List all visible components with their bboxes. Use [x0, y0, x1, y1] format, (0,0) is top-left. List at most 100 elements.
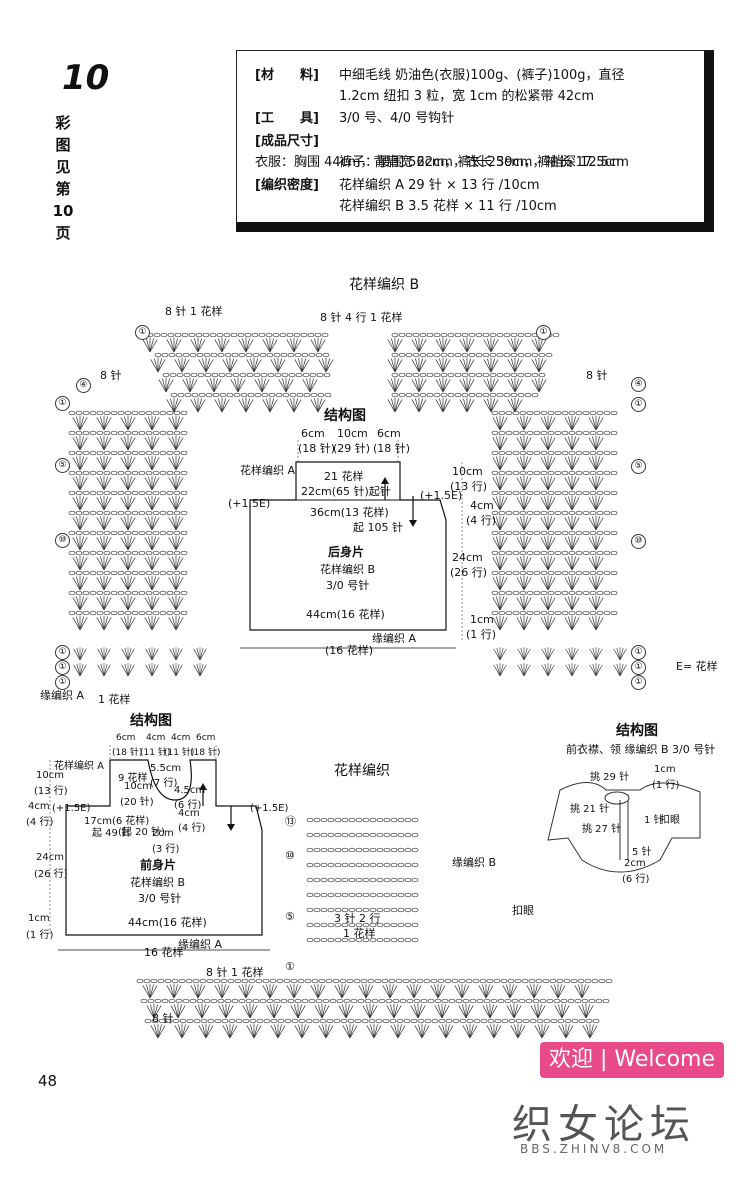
chain-stitch — [333, 1018, 341, 1024]
stitch-fan — [254, 377, 270, 393]
chain-stitch — [596, 450, 604, 456]
chain-stitch — [110, 570, 118, 576]
chain-stitch — [376, 832, 384, 838]
chain-stitch — [475, 332, 483, 338]
welcome-banner[interactable]: 欢迎 | Welcome — [540, 1042, 724, 1078]
chain-stitch — [547, 510, 555, 516]
chain-stitch — [568, 550, 576, 556]
chain-stitch — [68, 410, 76, 416]
chain-stitch — [269, 978, 277, 984]
chain-stitch — [447, 352, 455, 358]
pattern-b-stitch-label: 8 针 — [586, 369, 608, 382]
chain-stitch — [383, 817, 391, 823]
chain-stitch — [110, 510, 118, 516]
chain-stitch — [362, 832, 370, 838]
chain-stitch — [82, 530, 90, 536]
chain-stitch — [610, 510, 618, 516]
chain-stitch — [437, 978, 445, 984]
sleeve-height: 2cm — [624, 858, 646, 869]
chain-stitch — [461, 392, 469, 398]
chain-stitch — [341, 847, 349, 853]
chain-stitch — [568, 510, 576, 516]
chain-stitch — [596, 530, 604, 536]
chain-stitch — [571, 1018, 579, 1024]
chain-stitch — [585, 1018, 593, 1024]
chain-stitch — [498, 530, 506, 536]
chain-stitch — [561, 610, 569, 616]
chain-stitch — [124, 530, 132, 536]
chain-stitch — [306, 817, 314, 823]
chain-stitch — [582, 470, 590, 476]
chain-stitch — [247, 392, 255, 398]
chain-stitch — [512, 450, 520, 456]
chain-stitch — [461, 352, 469, 358]
chain-stitch — [455, 998, 463, 1004]
chain-stitch — [512, 490, 520, 496]
front-width: 16 花样 — [144, 946, 184, 959]
stitch-fan — [96, 455, 112, 471]
chain-stitch — [161, 998, 169, 1004]
pattern-a-label: 花样编织 A — [54, 761, 105, 772]
stitch-fan — [73, 662, 87, 677]
chain-stitch — [124, 570, 132, 576]
chain-stitch — [540, 530, 548, 536]
chain-stitch — [376, 877, 384, 883]
chain-stitch — [582, 610, 590, 616]
stitch-fan — [483, 397, 499, 413]
chain-stitch — [505, 610, 513, 616]
chain-stitch — [320, 922, 328, 928]
chain-stitch — [355, 892, 363, 898]
chain-stitch — [189, 352, 197, 358]
chain-stitch — [533, 610, 541, 616]
chain-stitch — [96, 510, 104, 516]
chain-stitch — [459, 1018, 467, 1024]
stitch-fan — [613, 662, 627, 677]
chain-stitch — [348, 877, 356, 883]
back-height: 10cm — [452, 465, 483, 478]
chain-stitch — [200, 1018, 208, 1024]
chain-stitch — [390, 877, 398, 883]
chain-stitch — [424, 1018, 432, 1024]
chain-stitch — [320, 877, 328, 883]
chain-stitch — [174, 332, 182, 338]
row-value: 花样编织 A 29 针 × 13 行 /10cm — [339, 178, 540, 193]
one-pattern-label: 1 花样 — [343, 927, 376, 940]
front-rows: (4 行) — [178, 823, 206, 834]
front-height: 2cm — [152, 828, 174, 839]
chain-stitch — [315, 352, 323, 358]
back-height: 24cm — [452, 551, 483, 564]
stitch-fan — [459, 337, 475, 353]
chain-stitch — [89, 610, 97, 616]
chain-stitch — [341, 892, 349, 898]
chain-stitch — [341, 862, 349, 868]
forum-url[interactable]: BBS.ZHINV8.COM — [520, 1142, 668, 1156]
chain-stitch — [512, 530, 520, 536]
chain-stitch — [251, 332, 259, 338]
chain-stitch — [110, 610, 118, 616]
chain-stitch — [383, 892, 391, 898]
chain-stitch — [397, 847, 405, 853]
chain-stitch — [249, 1018, 257, 1024]
chain-stitch — [512, 410, 520, 416]
chain-stitch — [284, 1018, 292, 1024]
stitch-fan — [145, 662, 159, 677]
chain-stitch — [483, 998, 491, 1004]
chain-stitch — [610, 590, 618, 596]
chain-stitch — [507, 978, 515, 984]
chain-stitch — [224, 998, 232, 1004]
stitch-fan — [190, 337, 206, 353]
row-marker: ① — [55, 675, 70, 690]
chain-stitch — [376, 862, 384, 868]
chain-stitch — [166, 470, 174, 476]
row-number: ⑩ — [285, 849, 295, 862]
chain-stitch — [226, 392, 234, 398]
chain-stitch — [405, 352, 413, 358]
stitch-fan — [96, 575, 112, 591]
chain-stitch — [582, 410, 590, 416]
chain-stitch — [383, 907, 391, 913]
chain-stitch — [603, 530, 611, 536]
row-number: ① — [285, 960, 295, 973]
chain-stitch — [103, 410, 111, 416]
stitch-fan — [588, 575, 604, 591]
chain-stitch — [131, 470, 139, 476]
